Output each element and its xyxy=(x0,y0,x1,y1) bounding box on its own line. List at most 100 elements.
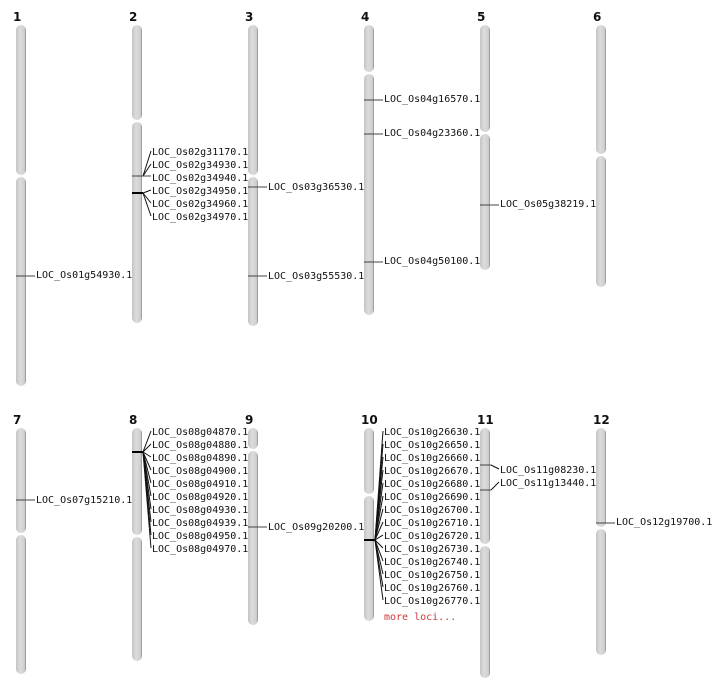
locus-label[interactable]: LOC_Os04g16570.1 xyxy=(384,94,480,105)
locus-label[interactable]: LOC_Os11g08230.1 xyxy=(500,465,596,476)
locus-label[interactable]: LOC_Os08g04950.1 xyxy=(152,531,248,542)
chromosome-p-arm[interactable] xyxy=(16,428,26,533)
locus-label[interactable]: LOC_Os02g34970.1 xyxy=(152,212,248,223)
locus-label[interactable]: LOC_Os08g04880.1 xyxy=(152,440,248,451)
locus-label[interactable]: LOC_Os08g04939.1 xyxy=(152,518,248,529)
locus-label[interactable]: LOC_Os08g04920.1 xyxy=(152,492,248,503)
chromosome-p-arm[interactable] xyxy=(596,428,606,527)
locus-connector xyxy=(490,481,500,491)
locus-label[interactable]: LOC_Os02g34960.1 xyxy=(152,199,248,210)
chromosome-10: 10LOC_Os10g26630.1LOC_Os10g26650.1LOC_Os… xyxy=(361,413,480,623)
locus-label[interactable]: LOC_Os12g19700.1 xyxy=(616,517,712,528)
locus-label[interactable]: LOC_Os10g26770.1 xyxy=(384,596,480,607)
locus-connector xyxy=(142,192,152,217)
chromosome-p-arm[interactable] xyxy=(364,25,374,72)
chromosome-q-arm[interactable] xyxy=(596,529,606,655)
locus-connector xyxy=(142,189,152,194)
locus-label[interactable]: LOC_Os07g15210.1 xyxy=(36,495,132,506)
locus-connector xyxy=(374,539,384,549)
locus-label[interactable]: LOC_Os10g26680.1 xyxy=(384,479,480,490)
locus-label[interactable]: LOC_Os02g34940.1 xyxy=(152,173,248,184)
chromosome-p-arm[interactable] xyxy=(132,25,142,120)
locus-connector xyxy=(142,430,152,453)
locus-label[interactable]: LOC_Os03g55530.1 xyxy=(268,271,364,282)
locus-label[interactable]: LOC_Os02g31170.1 xyxy=(152,147,248,158)
chromosome-q-arm[interactable] xyxy=(132,122,142,323)
chromosome-p-arm[interactable] xyxy=(480,25,490,132)
chromosome-2: 2LOC_Os02g31170.1LOC_Os02g34930.1LOC_Os0… xyxy=(129,10,248,323)
chromosome-number: 2 xyxy=(129,10,137,24)
chromosome-p-arm[interactable] xyxy=(596,25,606,154)
chromosome-q-arm[interactable] xyxy=(364,496,374,621)
locus-label[interactable]: LOC_Os08g04890.1 xyxy=(152,453,248,464)
locus-label[interactable]: LOC_Os08g04900.1 xyxy=(152,466,248,477)
locus-connector xyxy=(374,539,384,601)
locus-label[interactable]: LOC_Os10g26690.1 xyxy=(384,492,480,503)
chromosome-q-arm[interactable] xyxy=(248,177,258,326)
chromosome-q-arm[interactable] xyxy=(480,546,490,678)
chromosome-number: 10 xyxy=(361,413,378,427)
locus-connector xyxy=(142,451,152,471)
locus-label[interactable]: LOC_Os04g50100.1 xyxy=(384,256,480,267)
locus-label[interactable]: LOC_Os08g04870.1 xyxy=(152,427,248,438)
locus-label[interactable]: LOC_Os10g26720.1 xyxy=(384,531,480,542)
more-loci-link[interactable]: more loci... xyxy=(384,612,456,623)
chromosome-p-arm[interactable] xyxy=(248,25,258,175)
locus-label[interactable]: LOC_Os10g26740.1 xyxy=(384,557,480,568)
locus-label[interactable]: LOC_Os10g26650.1 xyxy=(384,440,480,451)
locus-label[interactable]: LOC_Os10g26750.1 xyxy=(384,570,480,581)
locus-label[interactable]: LOC_Os02g34950.1 xyxy=(152,186,248,197)
locus-connector xyxy=(374,534,384,541)
chromosome-number: 11 xyxy=(477,413,494,427)
locus-label[interactable]: LOC_Os03g36530.1 xyxy=(268,182,364,193)
locus-connector xyxy=(142,451,152,458)
locus-label[interactable]: LOC_Os10g26670.1 xyxy=(384,466,480,477)
locus-label[interactable]: LOC_Os10g26710.1 xyxy=(384,518,480,529)
locus-label[interactable]: LOC_Os09g20200.1 xyxy=(268,522,364,533)
chromosome-q-arm[interactable] xyxy=(16,177,26,386)
locus-label[interactable]: LOC_Os05g38219.1 xyxy=(500,199,596,210)
locus-label[interactable]: LOC_Os08g04970.1 xyxy=(152,544,248,555)
locus-label[interactable]: LOC_Os08g04910.1 xyxy=(152,479,248,490)
chromosome-q-arm[interactable] xyxy=(248,451,258,625)
chromosome-p-arm[interactable] xyxy=(364,428,374,494)
chromosome-number: 6 xyxy=(593,10,601,24)
chromosome-8: 8LOC_Os08g04870.1LOC_Os08g04880.1LOC_Os0… xyxy=(129,413,248,661)
locus-label[interactable]: LOC_Os10g26660.1 xyxy=(384,453,480,464)
chromosome-p-arm[interactable] xyxy=(248,428,258,449)
locus-label[interactable]: LOC_Os10g26700.1 xyxy=(384,505,480,516)
locus-label[interactable]: LOC_Os10g26730.1 xyxy=(384,544,480,555)
locus-connector xyxy=(142,443,152,453)
locus-label[interactable]: LOC_Os04g23360.1 xyxy=(384,128,480,139)
locus-connector xyxy=(374,508,384,541)
locus-label[interactable]: LOC_Os02g34930.1 xyxy=(152,160,248,171)
chromosome-q-arm[interactable] xyxy=(16,535,26,674)
locus-connector xyxy=(490,464,500,470)
chromosome-number: 3 xyxy=(245,10,253,24)
locus-connector xyxy=(374,495,384,541)
locus-connector xyxy=(142,192,152,204)
locus-label[interactable]: LOC_Os01g54930.1 xyxy=(36,270,132,281)
chromosome-number: 5 xyxy=(477,10,485,24)
chromosome-number: 9 xyxy=(245,413,253,427)
locus-label[interactable]: LOC_Os10g26760.1 xyxy=(384,583,480,594)
locus-label[interactable]: LOC_Os08g04930.1 xyxy=(152,505,248,516)
locus-label[interactable]: LOC_Os10g26630.1 xyxy=(384,427,480,438)
chromosome-q-arm[interactable] xyxy=(480,134,490,270)
chromosome-q-arm[interactable] xyxy=(364,74,374,315)
locus-connector xyxy=(374,521,384,541)
chromosome-p-arm[interactable] xyxy=(16,25,26,175)
chromosome-q-arm[interactable] xyxy=(132,537,142,661)
chromosome-q-arm[interactable] xyxy=(596,156,606,287)
chromosome-p-arm[interactable] xyxy=(480,428,490,544)
locus-label[interactable]: LOC_Os11g13440.1 xyxy=(500,478,596,489)
chromosome-p-arm[interactable] xyxy=(132,428,142,535)
